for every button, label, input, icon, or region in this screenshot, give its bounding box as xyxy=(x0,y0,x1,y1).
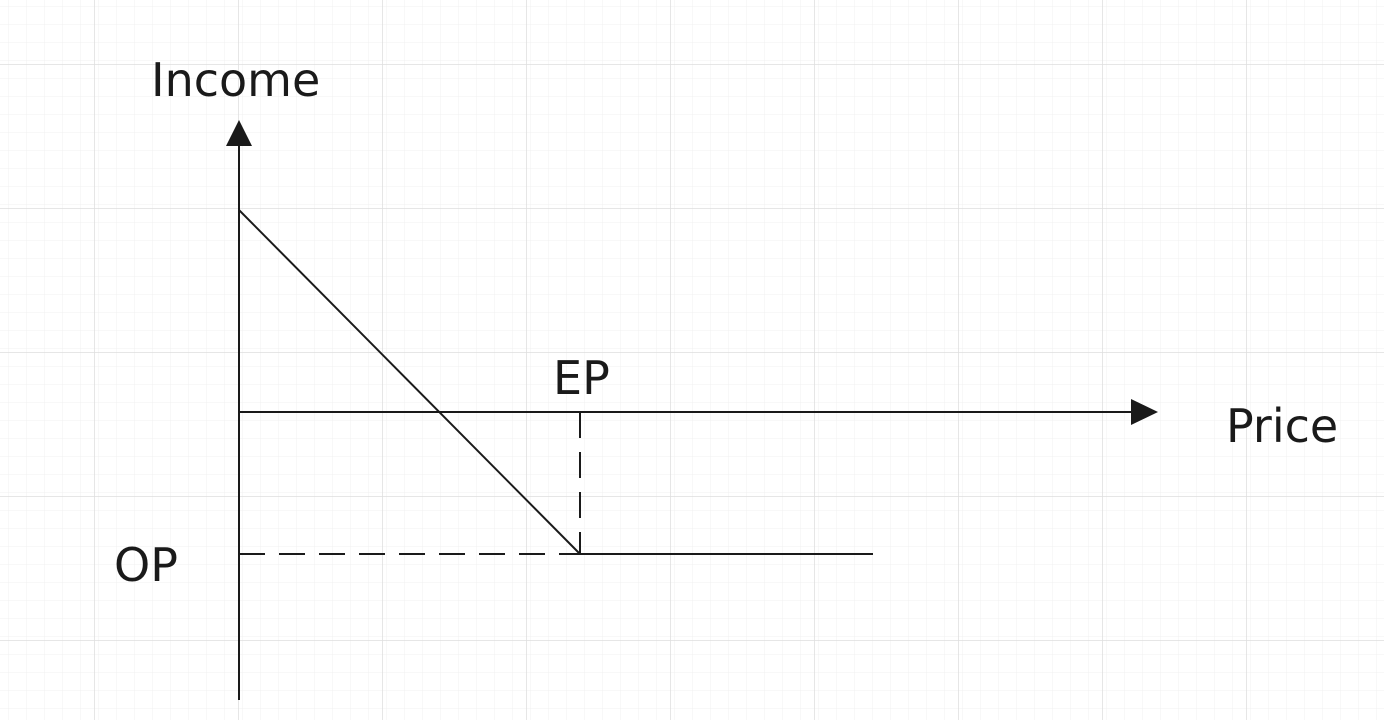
option-premium-label: OP xyxy=(114,538,178,592)
y-axis-label: Income xyxy=(151,53,320,107)
y-axis-arrowhead xyxy=(226,120,252,146)
payoff-descending-segment xyxy=(238,209,581,555)
x-axis-label: Price xyxy=(1226,399,1338,453)
strike-price-label: EP xyxy=(553,351,610,405)
x-axis-arrowhead xyxy=(1131,399,1158,425)
